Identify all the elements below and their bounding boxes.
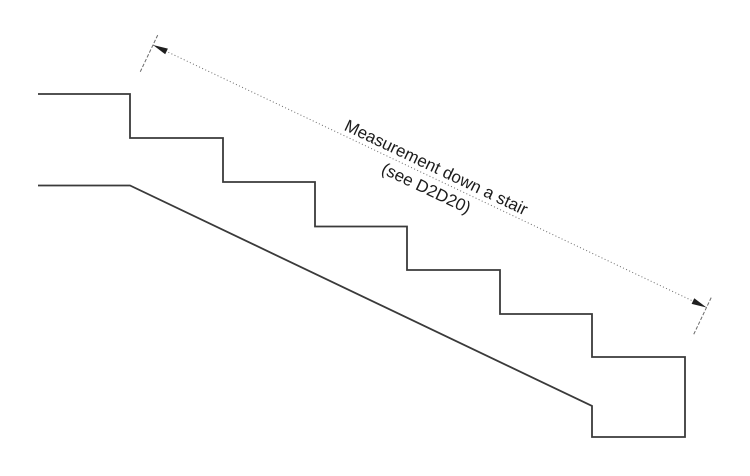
stair-profile [38,93,686,438]
arrowhead-start-icon [153,45,168,55]
dimension-line [152,44,707,308]
extension-tick-end [693,297,712,335]
extension-tick-start [139,34,159,73]
arrowhead-end-icon [691,298,707,308]
dimension-label-line1: Measurement down a stair [341,116,530,219]
dimension-label-group: Measurement down a stair (see D2D20) [341,116,530,219]
